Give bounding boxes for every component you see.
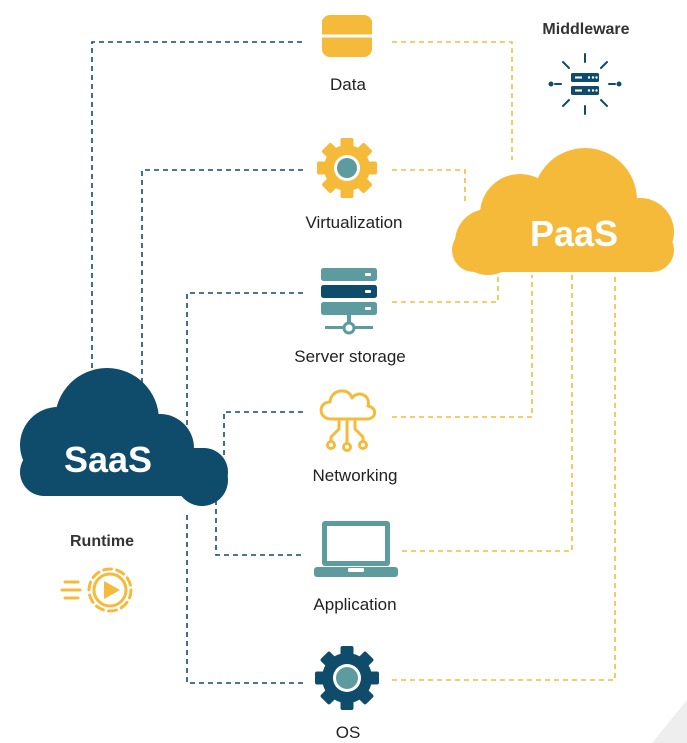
saas-cloud xyxy=(20,368,228,506)
middleware-server-icon xyxy=(548,53,622,115)
connector-saas-os xyxy=(186,515,305,684)
paas-cloud xyxy=(452,148,674,275)
connector-saas-networking xyxy=(223,411,305,455)
runtime-gear-play-icon xyxy=(60,567,133,613)
saas-connectors xyxy=(91,41,305,684)
connector-paas-networking xyxy=(392,275,533,418)
gear-icon xyxy=(315,646,379,710)
component-label-virtualization: Virtualization xyxy=(305,213,402,232)
connector-saas-server-storage xyxy=(186,292,305,425)
laptop-icon xyxy=(314,521,398,577)
server-icon xyxy=(321,268,377,335)
connector-paas-application xyxy=(402,275,573,552)
connector-paas-os xyxy=(392,275,616,681)
middleware-label: Middleware xyxy=(542,21,629,38)
page-curl-decoration xyxy=(652,700,687,743)
connector-paas-data xyxy=(392,41,513,160)
connector-paas-server-storage xyxy=(392,275,499,303)
runtime-label: Runtime xyxy=(70,533,134,550)
connector-saas-application xyxy=(215,500,305,556)
cloud-network-icon xyxy=(319,389,377,452)
connector-saas-data xyxy=(91,41,305,368)
component-label-server-storage: Server storage xyxy=(294,347,406,366)
component-label-application: Application xyxy=(313,595,396,614)
component-label-data: Data xyxy=(330,75,366,94)
paas-label: PaaS xyxy=(530,213,618,254)
paas-connectors xyxy=(392,41,616,681)
gear-icon xyxy=(317,138,377,198)
connector-saas-virtualization xyxy=(141,169,305,392)
connector-paas-virtualization xyxy=(392,169,466,205)
component-label-os: OS xyxy=(336,723,361,742)
database-icon xyxy=(322,15,372,57)
component-label-networking: Networking xyxy=(312,466,397,485)
saas-label: SaaS xyxy=(64,439,152,480)
